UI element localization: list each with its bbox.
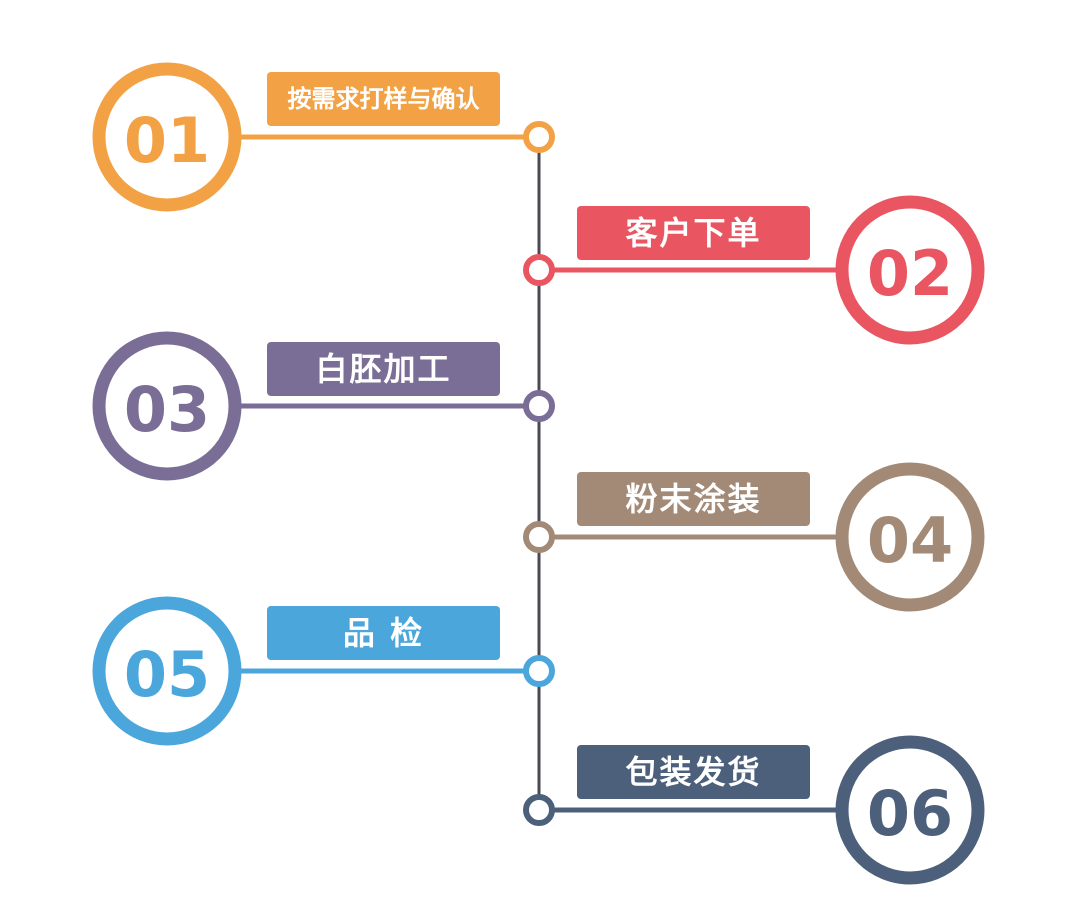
badge-ring-02 bbox=[835, 195, 985, 345]
timeline-node-06 bbox=[523, 794, 555, 826]
step-label-04: 粉末涂装 bbox=[577, 472, 810, 526]
step-label-01: 按需求打样与确认 bbox=[267, 72, 500, 126]
badge-ring-04 bbox=[835, 462, 985, 612]
step-number-02: 02 bbox=[867, 237, 953, 310]
timeline-node-02 bbox=[523, 254, 555, 286]
step-number-04: 04 bbox=[867, 504, 953, 577]
timeline-node-03 bbox=[523, 390, 555, 422]
badge-ring-06 bbox=[835, 735, 985, 885]
step-05: 05 bbox=[92, 596, 555, 746]
step-number-03: 03 bbox=[124, 373, 210, 446]
step-04: 04 bbox=[523, 462, 985, 612]
timeline-node-05 bbox=[523, 655, 555, 687]
step-number-01: 01 bbox=[124, 104, 210, 177]
badge-ring-05 bbox=[92, 596, 242, 746]
badge-ring-01 bbox=[92, 62, 242, 212]
step-number-05: 05 bbox=[124, 638, 210, 711]
timeline-node-01 bbox=[523, 121, 555, 153]
step-label-06: 包装发货 bbox=[577, 745, 810, 799]
timeline-node-04 bbox=[523, 521, 555, 553]
badge-ring-03 bbox=[92, 331, 242, 481]
step-label-02: 客户下单 bbox=[577, 206, 810, 260]
step-06: 06 bbox=[523, 735, 985, 885]
step-label-05: 品 检 bbox=[267, 606, 500, 660]
step-label-03: 白胚加工 bbox=[267, 342, 500, 396]
step-03: 03 bbox=[92, 331, 555, 481]
step-number-06: 06 bbox=[867, 777, 953, 850]
step-01: 01 bbox=[92, 62, 555, 212]
step-02: 02 bbox=[523, 195, 985, 345]
